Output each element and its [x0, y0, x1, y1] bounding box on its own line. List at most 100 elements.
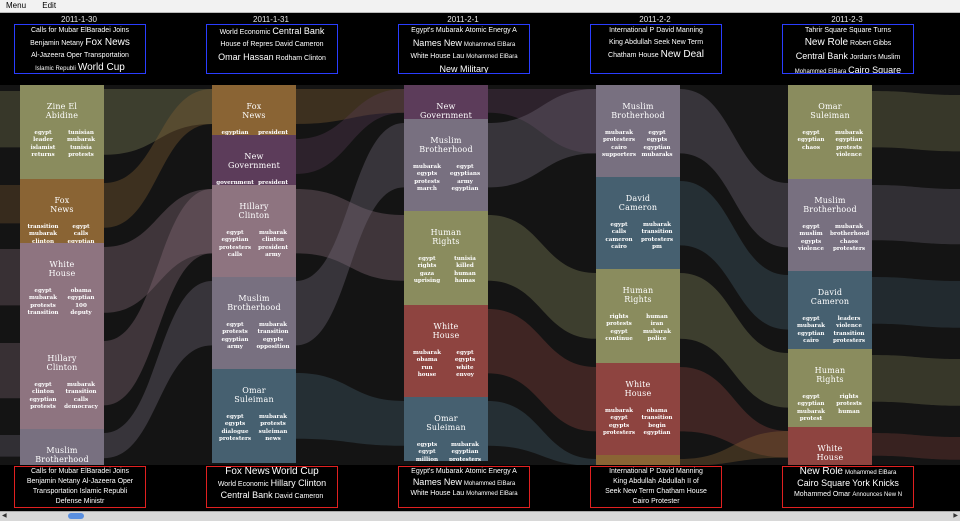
scroll-right-icon[interactable]: ▶: [953, 513, 958, 519]
keyword-term[interactable]: Mohammed ElBara: [466, 491, 518, 497]
keyword-term[interactable]: King Abdullah: [608, 39, 652, 46]
keyword-term[interactable]: International P: [609, 27, 655, 34]
keyword-term[interactable]: World Cup: [271, 466, 319, 477]
keyword-term[interactable]: Cairo Square: [797, 478, 851, 488]
keyword-term[interactable]: Chatham House: [608, 52, 659, 59]
keyword-term[interactable]: Mohammed Omar: [793, 491, 851, 498]
keyword-term[interactable]: Cairo Square: [848, 65, 902, 74]
keyword-term[interactable]: Central Bank: [795, 51, 848, 61]
keyword-term[interactable]: Tahrir Square: [804, 27, 847, 34]
topic-block[interactable]: NewGovernmentgovernmentking: [404, 85, 488, 119]
topic-block[interactable]: NewGovernmentgovernmentpresidentannounce…: [212, 135, 296, 185]
keyword-term[interactable]: Names New: [412, 477, 462, 487]
keyword-term[interactable]: Islamic Republi: [79, 488, 128, 495]
scrollbar-thumb[interactable]: [68, 513, 84, 519]
keyword-term[interactable]: Atomic Energy A: [465, 27, 517, 34]
keyword-term[interactable]: Cairo Protester: [632, 498, 680, 505]
keyword-term[interactable]: White House Lau: [410, 53, 465, 60]
keyword-term[interactable]: ElBaradei Joins: [80, 27, 130, 34]
keyword-term[interactable]: House of Repres: [220, 41, 273, 48]
keyword-term[interactable]: Egypt's Mubarak: [411, 468, 464, 475]
keyword-term[interactable]: Robert Gibbs: [850, 40, 892, 47]
keyword-term[interactable]: Abdullah II of: [657, 478, 699, 485]
keyword-term[interactable]: White House Lau: [410, 490, 465, 497]
keyword-term[interactable]: York Knicks: [852, 478, 899, 488]
keyword-term[interactable]: Benjamin Netany: [30, 40, 84, 47]
keyword-term[interactable]: Seek New Term: [605, 488, 655, 495]
keyword-term[interactable]: Seek New Term: [653, 39, 704, 46]
keyword-term[interactable]: Chatham House: [656, 488, 707, 495]
keyword-term[interactable]: Fox News: [85, 37, 130, 48]
keyword-term[interactable]: Calls for Mubar: [30, 27, 79, 34]
keyword-term[interactable]: Al-Jazeera Oper: [82, 478, 134, 485]
keyword-term[interactable]: New Role: [799, 466, 843, 477]
keyword-term[interactable]: New Military: [439, 64, 489, 74]
keyword-term[interactable]: Hillary Clinton: [270, 478, 327, 488]
keyword-term[interactable]: Rodham Clinton: [275, 55, 326, 62]
keyword-term[interactable]: Omar Hassan: [218, 52, 274, 62]
keyword-term[interactable]: Names New: [412, 38, 462, 48]
keyword-term[interactable]: Central Bank: [220, 490, 273, 500]
keyword-term[interactable]: Mohammed ElBara: [794, 69, 847, 74]
keyword-term[interactable]: Mohammed ElBara: [466, 54, 518, 60]
keyword-term[interactable]: World Economic: [219, 29, 271, 36]
keyword-term[interactable]: Mohammed ElBara: [463, 42, 516, 48]
keyword-term[interactable]: World Economic: [217, 481, 269, 488]
menu-item-edit[interactable]: Edit: [42, 1, 57, 10]
keyword-term[interactable]: Al-Jazeera Oper: [31, 52, 83, 59]
scroll-left-icon[interactable]: ◀: [2, 513, 7, 519]
keyword-term[interactable]: Defense Ministr: [55, 498, 105, 505]
keyword-term[interactable]: Central Bank: [272, 26, 325, 36]
keyword-term[interactable]: Islamic Republi: [35, 66, 76, 72]
keyword-term[interactable]: Mohammed ElBara: [845, 470, 897, 476]
horizontal-scrollbar[interactable]: ◀ ▶: [0, 511, 960, 521]
menu-item-menu[interactable]: Menu: [6, 1, 27, 10]
keyword-term[interactable]: World Cup: [77, 62, 125, 73]
keyword-term[interactable]: David Cameron: [274, 41, 324, 48]
keyword-term[interactable]: King Abdullah: [613, 478, 656, 485]
keyword-term[interactable]: Mohammed ElBara: [463, 481, 516, 487]
keyword-term[interactable]: ElBaradei Joins: [80, 468, 130, 475]
keyword-term[interactable]: Calls for Mubar: [30, 468, 79, 475]
keyword-term[interactable]: Fox News: [225, 466, 270, 477]
topic-block[interactable]: FoxNewsegyptianpresidentquiturged: [212, 85, 296, 135]
keyword-term[interactable]: Transportation: [84, 52, 129, 59]
keyword-term[interactable]: David Cameron: [274, 493, 324, 500]
keyword-term[interactable]: Square Turns: [849, 27, 892, 34]
keyword-term[interactable]: New Deal: [660, 49, 704, 60]
keyword-term[interactable]: Jordan's Muslim: [849, 54, 901, 61]
keyword-term[interactable]: International P: [609, 468, 655, 475]
